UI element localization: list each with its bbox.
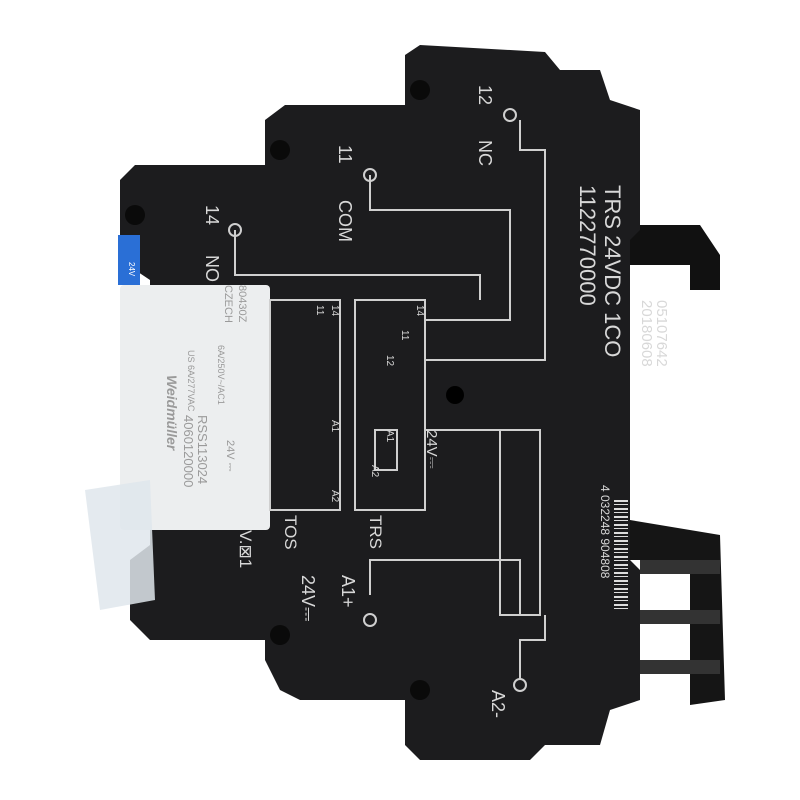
terminal-a2: A2- — [488, 690, 508, 719]
din-clip-top — [630, 225, 720, 290]
code-number: 05107642 — [653, 300, 670, 367]
terminal-a1: A1+ — [338, 575, 358, 608]
model-name: TRS 24VDC 1CO — [600, 185, 625, 358]
relay-clip — [85, 480, 155, 610]
schem-tos-label: TOS — [281, 515, 300, 550]
schem-trs-11: 11 — [399, 330, 410, 341]
schem-trs-a1: A1 — [384, 430, 395, 443]
relay-rating-us: US 6A/277VAC — [186, 350, 196, 412]
relay-blue-tab — [118, 235, 140, 285]
schem-tos-a2: A2 — [329, 490, 340, 503]
relay-rating: 6A/250V~/AC1 — [216, 345, 226, 405]
terminal-nc: NC — [475, 140, 495, 166]
terminal-com: COM — [335, 200, 355, 242]
date-code: 20180608 — [638, 300, 655, 367]
terminal-12: 12 — [475, 85, 495, 106]
relay-module — [120, 285, 270, 530]
relay-part: 4060120000 — [181, 415, 196, 488]
schem-tos-a1: A1 — [329, 420, 340, 433]
terminal-11: 11 — [335, 145, 355, 164]
schem-tos-14: 14 — [329, 305, 340, 317]
relay-origin-code: 80430Z — [236, 285, 248, 323]
schem-tos-11: 11 — [314, 305, 325, 316]
marker-vx1: V.⊠1 — [236, 530, 255, 569]
barcode — [614, 500, 628, 612]
schem-trs-a2: A2 — [369, 465, 380, 478]
schematic-lines — [228, 108, 546, 692]
schem-voltage: 24V⎓ — [423, 430, 440, 469]
barcode-number: 4 032248 904808 — [598, 485, 612, 579]
schem-trs-14: 14 — [414, 305, 425, 317]
part-number: 1122770000 — [575, 185, 600, 306]
supply-voltage: 24V⎓ — [298, 575, 318, 622]
relay-tab-label: 24V — [127, 262, 136, 277]
schem-trs-label: TRS — [366, 515, 385, 549]
terminal-no: NO — [202, 255, 222, 282]
relay-brand-logo: Weidmüller — [164, 375, 180, 451]
schem-trs-12: 12 — [384, 355, 395, 367]
terminal-14: 14 — [202, 205, 222, 226]
terminal-holes — [125, 80, 464, 700]
relay-model: RSS113024 — [195, 415, 210, 485]
relay-origin: CZECH — [222, 285, 234, 323]
relay-coil: 24V ⎓ — [224, 440, 236, 472]
